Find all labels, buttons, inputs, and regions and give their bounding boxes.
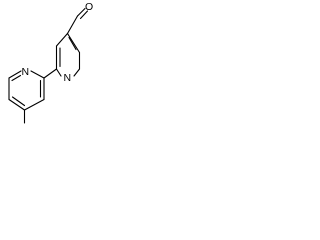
oxygen-atom-label: O bbox=[85, 1, 93, 13]
bond-co-double-2 bbox=[79, 10, 89, 20]
biaryl-bond bbox=[43, 68, 58, 79]
ring-a-bond-1 bbox=[66, 32, 81, 54]
ring-b-bond-6 bbox=[30, 70, 45, 79]
ring-b-double-2 bbox=[11, 96, 26, 107]
pyridine-ring-lower: N bbox=[8, 66, 45, 111]
ring-a-bond-3 bbox=[73, 68, 81, 77]
ring-b-bond-5 bbox=[8, 70, 22, 79]
ring-a-bond-4 bbox=[55, 68, 62, 77]
bond-cho-to-ring bbox=[66, 15, 79, 35]
ring-a-nitrogen-label: N bbox=[64, 72, 72, 84]
chemical-structure: O N N bbox=[8, 1, 93, 124]
ring-b-bond-2 bbox=[23, 98, 45, 111]
ring-a-bond-6 bbox=[55, 32, 69, 47]
ring-b-nitrogen-label: N bbox=[22, 66, 30, 78]
ring-a-double-1 bbox=[68, 36, 77, 51]
pyridine-ring-upper: N bbox=[55, 32, 81, 84]
bond-co-double-1 bbox=[76, 7, 86, 17]
ring-b-bond-3 bbox=[8, 98, 26, 111]
aldehyde-group: O bbox=[66, 1, 93, 35]
ring-b-double-3 bbox=[11, 74, 22, 82]
